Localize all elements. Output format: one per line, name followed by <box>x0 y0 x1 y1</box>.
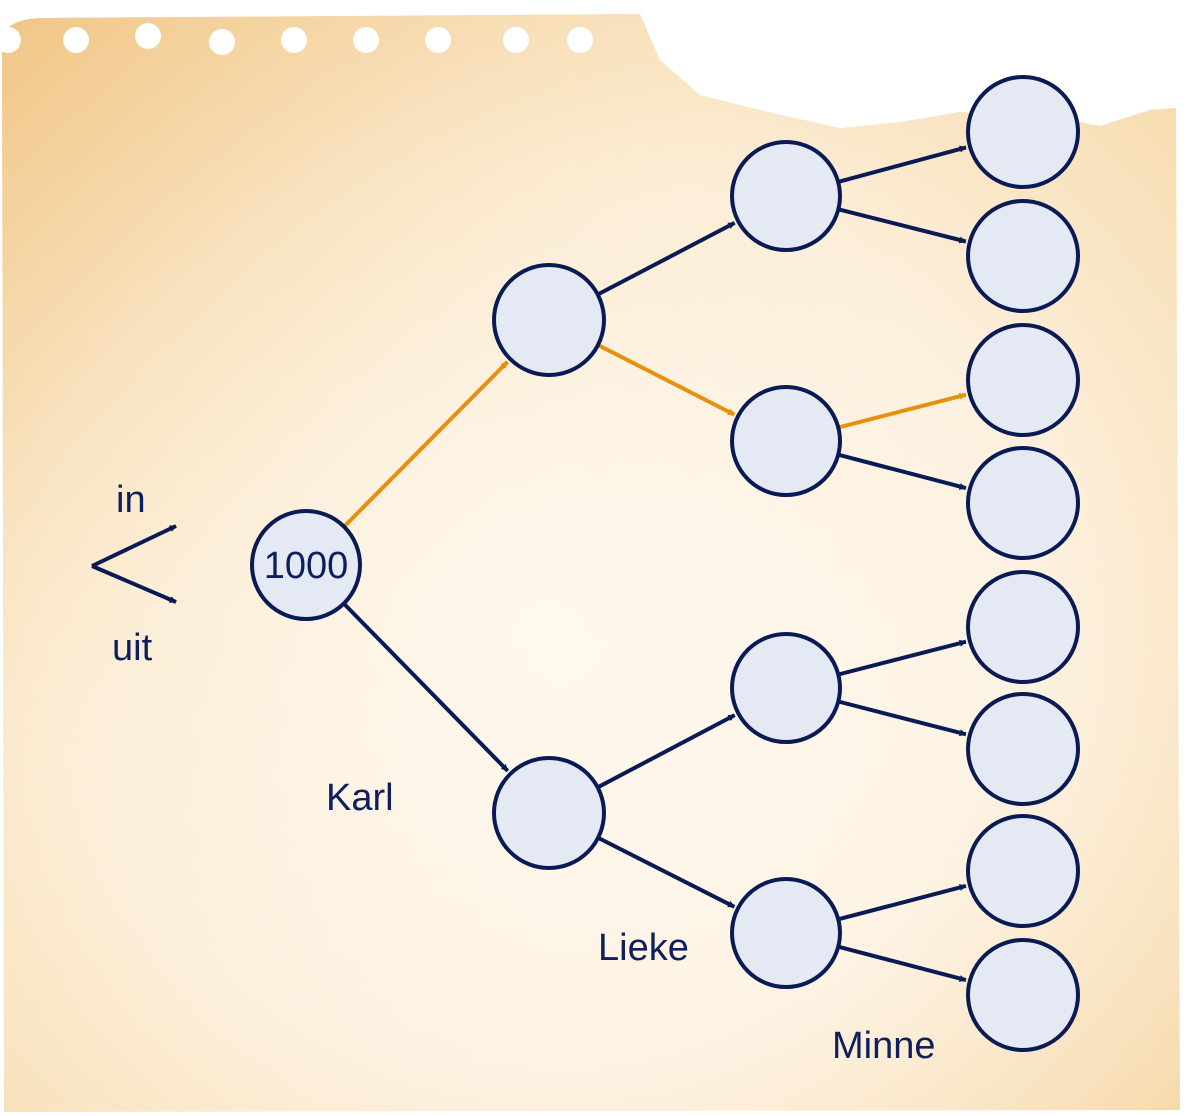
legend-up-label: in <box>116 479 146 521</box>
tree-edge-l2-1-0-highlighted <box>835 392 967 430</box>
name-label-karl: Karl <box>326 777 394 819</box>
tree-edge-l0-0-1 <box>340 600 510 773</box>
tree-node-l3-2 <box>966 323 1080 437</box>
tree-edge-l2-3-0 <box>835 883 967 922</box>
legend-up-arrow <box>91 524 177 568</box>
tree-node-l2-0 <box>730 140 842 252</box>
tree-node-l3-1 <box>966 199 1080 313</box>
tree-node-l3-0 <box>966 75 1080 189</box>
root-node <box>250 509 362 621</box>
name-label-minne: Minne <box>832 1025 936 1067</box>
tree-node-l3-7 <box>966 938 1080 1052</box>
root-node-value: 1000 <box>264 545 349 587</box>
tree-node-l1-0 <box>492 263 606 377</box>
tree-node-l3-3 <box>966 446 1080 560</box>
tree-nodes: 1000 <box>250 75 1080 1052</box>
tree-node-l2-2 <box>730 632 842 744</box>
tree-node-l2-3 <box>730 877 842 989</box>
tree-edge-l0-0-0-highlighted <box>341 360 509 530</box>
tree-edge-l1-0-0 <box>595 221 736 298</box>
tree-edge-l2-1-1 <box>835 452 967 491</box>
tree-edge-l2-3-1 <box>835 944 967 983</box>
tree-edge-l1-1-0 <box>594 713 736 791</box>
legend-down-arrow <box>91 564 177 604</box>
tree-edge-l2-0-1 <box>835 206 967 244</box>
paper-background <box>0 14 1180 1112</box>
tree-edges <box>340 145 967 983</box>
name-label-lieke: Lieke <box>598 927 689 969</box>
tree-edge-l2-2-0 <box>835 639 967 677</box>
tree-edge-l2-0-0 <box>835 145 967 185</box>
tree-node-l3-5 <box>966 692 1080 806</box>
tree-node-l1-1 <box>492 756 606 870</box>
tree-edge-l1-1-1 <box>595 835 736 909</box>
tree-node-l3-6 <box>966 814 1080 928</box>
legend-down-label: uit <box>112 627 153 669</box>
direction-legend: in uit <box>91 479 177 669</box>
tree-node-l2-1 <box>730 385 842 497</box>
tree-node-l3-4 <box>966 570 1080 684</box>
notebook-holes <box>0 23 593 55</box>
tree-edge-l2-2-1 <box>835 699 967 737</box>
tree-edge-l1-0-1-highlighted <box>595 342 736 417</box>
